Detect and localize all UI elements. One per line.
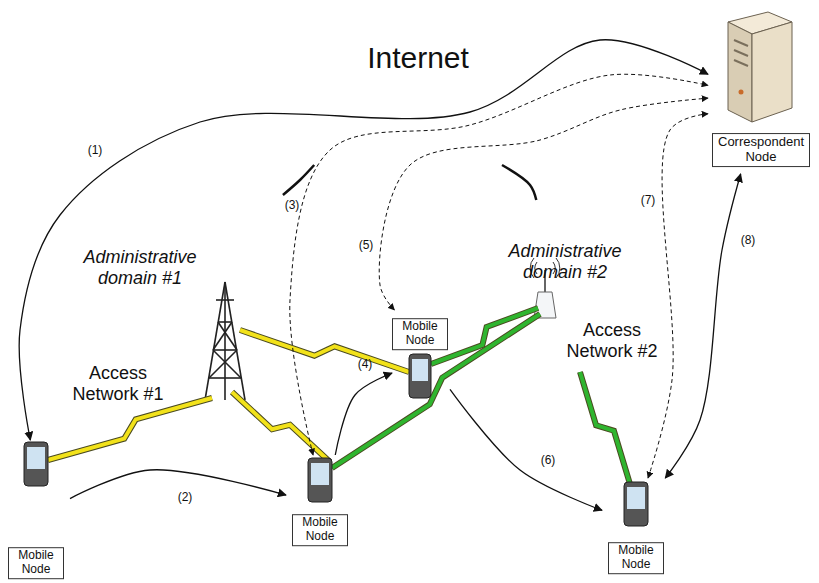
wireless-bolt [332,314,540,468]
phone-icon [409,354,431,398]
server-node: Correspondent Node [708,8,814,174]
edge-label: (2) [178,490,193,504]
dashed-connector [648,114,708,478]
wireless-bolt [240,330,409,372]
region-label: Administrative domain #2 [499,241,631,282]
wireless-links [48,308,630,484]
internet-cloud: Internet [180,5,600,165]
connector [283,165,314,195]
domain-cloud: Administrative domain #1 Access Network #… [0,195,325,407]
node-label: Correspondent Node [712,133,810,167]
edge-label: (4) [358,357,373,371]
node-label: Mobile Node [292,514,348,546]
region-label: Internet [348,41,488,76]
wireless-bolt [48,398,212,460]
edge-label: (1) [88,143,103,157]
edge-label: (3) [285,198,300,212]
mobile-node: Mobile Node [4,440,70,581]
connector [335,373,392,455]
server-icon [728,12,792,122]
access-network-cloud: Access Network #1 [55,338,220,438]
wireless-bolt [580,372,630,484]
node-label: Mobile Node [392,318,448,350]
mobile-node: Mobile Node [392,310,450,402]
connector [502,165,536,200]
edge-label: (7) [641,193,656,207]
cloud-shape [0,195,325,407]
phone-icon [24,442,48,486]
wireless-bolt [332,314,540,468]
region-label: Access Network #2 [556,320,668,361]
cell-tower [205,282,245,400]
edge-label: (6) [541,453,556,467]
region-label: Administrative domain #1 [74,247,206,288]
mobile-node: Mobile Node [602,478,670,576]
phone-icon [624,482,648,526]
wireless-bolt [240,330,409,372]
cloud-shape [180,5,600,165]
node-label: Mobile Node [8,547,64,579]
mobile-node: Mobile Node [286,455,354,548]
dashed-connector [379,98,708,310]
wireless-bolt [232,392,330,462]
access-network-cloud: Access Network #2 [508,298,700,386]
wireless-bolt [48,398,212,460]
domain-cloud: Administrative domain #2 Access Network #… [438,200,710,380]
node-label: Mobile Node [608,542,664,574]
region-label: Access Network #1 [62,363,174,404]
dashed-connector [290,74,708,455]
edge-label: (5) [359,238,374,252]
phone-icon [308,458,332,502]
connector [19,40,708,440]
edge-label: (8) [741,233,756,247]
wireless-bolt [232,392,330,462]
connector [450,389,602,510]
wireless-bolt [580,372,630,484]
connector [665,174,740,478]
